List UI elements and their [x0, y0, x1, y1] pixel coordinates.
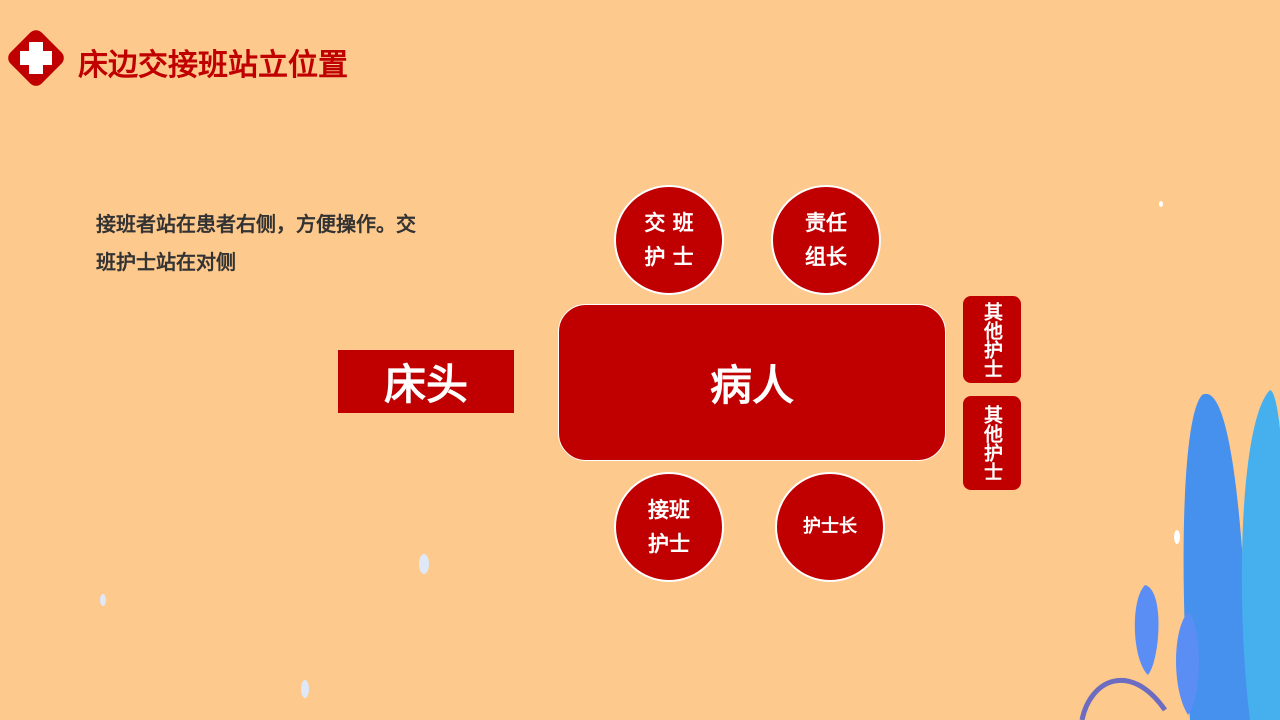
patient-box: 病人: [558, 304, 946, 461]
head-nurse-circle: 护士长: [775, 472, 885, 582]
circle-label: 护士长: [803, 516, 857, 537]
other-nurse-box: 其他护士: [963, 396, 1021, 490]
description-text: 接班者站在患者右侧，方便操作。交班护士站在对侧: [96, 212, 416, 274]
handover-nurse-circle: 交 班 护 士: [614, 185, 724, 295]
circle-label: 护士: [648, 532, 690, 556]
circle-label: 责任: [805, 211, 847, 235]
receiving-nurse-circle: 接班 护士: [614, 472, 724, 582]
team-leader-circle: 责任 组长: [771, 185, 881, 295]
circle-label: 接班: [648, 498, 690, 522]
bed-head-box: 床头: [338, 350, 514, 413]
circle-label: 组长: [805, 245, 847, 269]
circle-label: 交 班: [644, 211, 694, 235]
other-nurse-box: 其他护士: [963, 296, 1021, 383]
side-label: 其他护士: [981, 301, 1003, 378]
cross-bar-vertical: [29, 42, 43, 74]
slide-title: 床边交接班站立位置: [78, 48, 348, 83]
circle-label: 护 士: [644, 245, 694, 269]
side-label: 其他护士: [981, 405, 1003, 481]
